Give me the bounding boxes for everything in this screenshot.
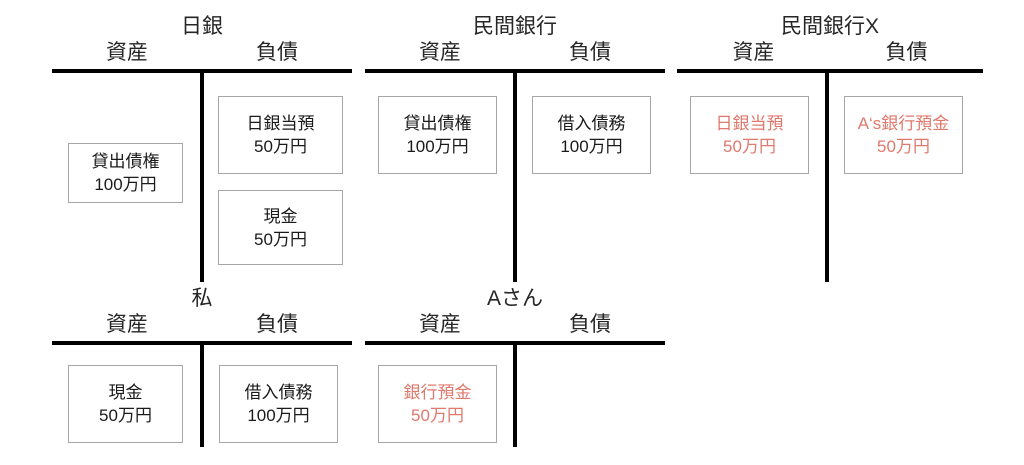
column-header-liabilities: 負債 <box>256 41 298 64</box>
t-vertical-rule <box>513 343 517 447</box>
t-account-title: Aさん <box>486 287 543 310</box>
column-header-liabilities: 負債 <box>885 41 928 64</box>
asset-item-box: 日銀当預 50万円 <box>690 96 809 174</box>
t-account-title: 日銀 <box>181 15 223 38</box>
t-vertical-rule <box>825 71 829 282</box>
column-header-assets: 資産 <box>732 41 775 64</box>
column-header-assets: 資産 <box>419 41 461 64</box>
t-account-title: 私 <box>191 287 213 310</box>
column-header-assets: 資産 <box>106 41 148 64</box>
item-label: 現金 <box>263 206 298 226</box>
item-value: 50万円 <box>254 137 307 156</box>
column-header-assets: 資産 <box>419 313 461 336</box>
item-value: 50万円 <box>99 406 152 425</box>
item-value: 100万円 <box>560 137 623 156</box>
item-label: 現金 <box>108 383 143 402</box>
item-label: 銀行預金 <box>403 383 472 402</box>
asset-item-box: 貸出債権 100万円 <box>68 143 183 203</box>
item-value: 100万円 <box>406 137 469 156</box>
asset-item-box: 銀行預金 50万円 <box>378 365 497 443</box>
asset-item-box: 貸出債権 100万円 <box>378 96 497 174</box>
item-value: 50万円 <box>723 137 776 156</box>
item-label: A‘s銀行預金 <box>857 114 950 133</box>
item-label: 貸出債権 <box>403 114 472 133</box>
liability-item-box: 借入債務 100万円 <box>532 96 651 174</box>
t-account-title: 民間銀行X <box>780 15 879 38</box>
item-value: 100万円 <box>247 406 310 425</box>
t-vertical-rule <box>513 71 517 282</box>
item-value: 50万円 <box>254 229 307 249</box>
item-value: 50万円 <box>877 137 930 156</box>
item-label: 借入債務 <box>244 383 313 402</box>
column-header-liabilities: 負債 <box>256 313 298 336</box>
t-vertical-rule <box>200 71 204 282</box>
liability-item-box: 日銀当預 50万円 <box>218 96 343 174</box>
column-header-liabilities: 負債 <box>569 41 611 64</box>
item-value: 100万円 <box>94 175 157 194</box>
t-horizontal-rule <box>677 69 983 73</box>
item-label: 日銀当預 <box>715 114 784 133</box>
item-value: 50万円 <box>411 406 464 425</box>
liability-item-box: 現金 50万円 <box>218 190 343 265</box>
item-label: 貸出債権 <box>91 152 160 171</box>
t-account-title: 民間銀行 <box>473 15 557 38</box>
asset-item-box: 現金 50万円 <box>68 365 183 443</box>
liability-item-box: 借入債務 100万円 <box>219 365 338 443</box>
liability-item-box: A‘s銀行預金 50万円 <box>844 96 963 174</box>
column-header-liabilities: 負債 <box>569 313 611 336</box>
item-label: 日銀当預 <box>246 114 315 133</box>
item-label: 借入債務 <box>557 114 626 133</box>
column-header-assets: 資産 <box>106 313 148 336</box>
t-vertical-rule <box>200 343 204 447</box>
